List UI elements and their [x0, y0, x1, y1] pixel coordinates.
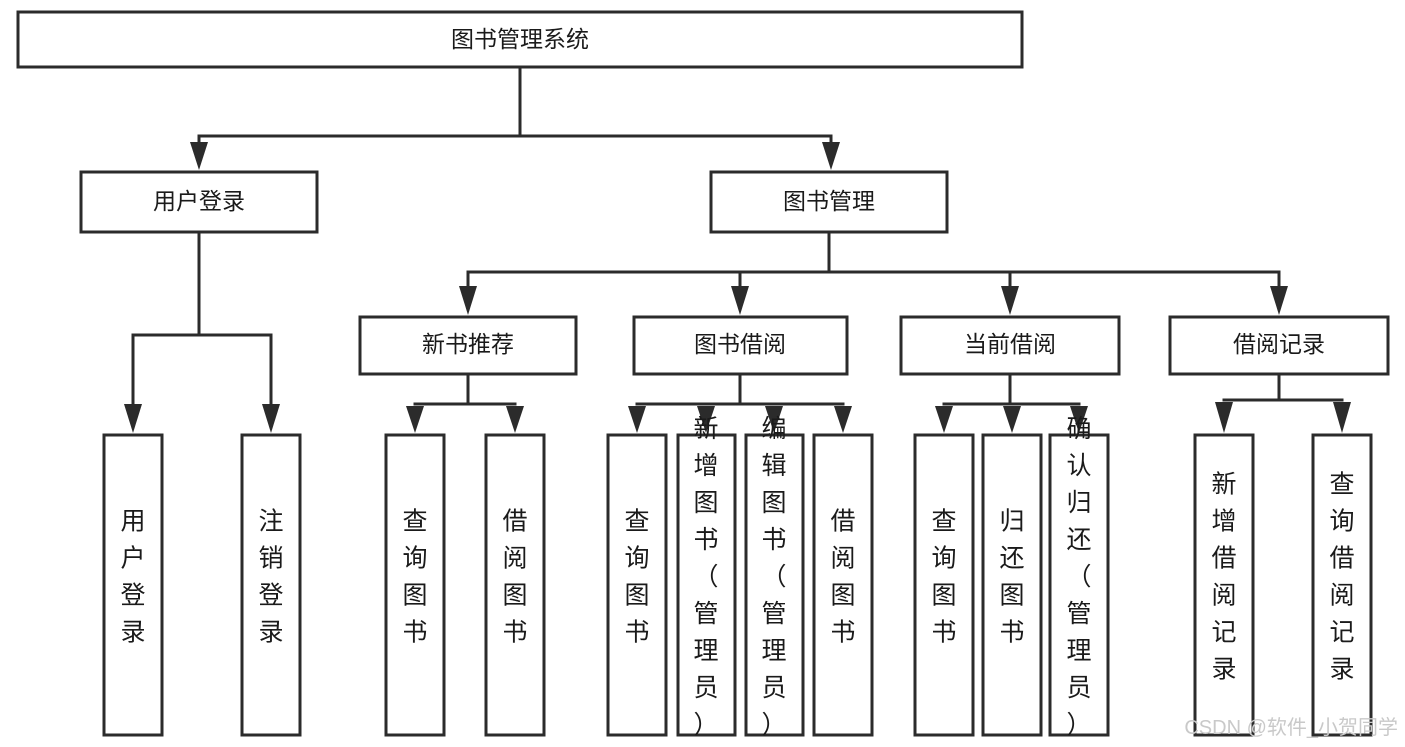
- arrow-to-book-manage: [822, 142, 840, 170]
- arrow-to-leaf-borrow-book-1: [506, 406, 524, 433]
- node-book-manage[interactable]: 图书管理: [709, 170, 949, 234]
- node-leaf-borrow-book-2-box[interactable]: [812, 433, 874, 737]
- node-leaf-borrow-book-2-label: 借阅图书: [830, 508, 855, 647]
- node-leaf-logout-box[interactable]: [240, 433, 302, 737]
- arrow-to-leaf-borrow-book-2: [834, 406, 852, 433]
- arrow-to-leaf-query-book-2: [628, 406, 646, 433]
- node-leaf-logout[interactable]: 注销登录: [240, 433, 302, 737]
- node-leaf-query-book-2[interactable]: 查询图书: [606, 433, 668, 737]
- node-leaf-add-record[interactable]: 新增借阅记录: [1193, 433, 1255, 737]
- node-book-borrow-box[interactable]: [632, 315, 849, 376]
- node-leaf-query-book-1-label: 查询图书: [402, 508, 427, 647]
- arrow-to-leaf-user-login: [124, 404, 142, 433]
- node-leaf-add-record-box[interactable]: [1193, 433, 1255, 737]
- edge-layer: [124, 65, 1351, 433]
- node-leaf-logout-label: 注销登录: [258, 508, 283, 647]
- node-book-manage-box[interactable]: [709, 170, 949, 234]
- node-leaf-borrow-book-1-label: 借阅图书: [502, 508, 527, 647]
- node-leaf-query-book-3-label: 查询图书: [931, 508, 956, 647]
- node-leaf-query-book-1[interactable]: 查询图书: [384, 433, 446, 737]
- node-leaf-confirm-return-label: 确认归还（管理员）: [1066, 415, 1091, 739]
- arrow-to-current-borrow: [1001, 286, 1019, 315]
- node-borrow-record-label: 借阅记录: [1233, 331, 1325, 357]
- node-leaf-query-book-1-box[interactable]: [384, 433, 446, 737]
- arrow-to-book-borrow: [731, 286, 749, 315]
- arrow-to-leaf-confirm-return: [1070, 406, 1088, 433]
- node-root-label: 图书管理系统: [451, 26, 589, 52]
- node-current-borrow[interactable]: 当前借阅: [899, 315, 1121, 376]
- arrow-to-leaf-logout: [262, 404, 280, 433]
- node-leaf-add-book[interactable]: 新增图书（管理员）: [676, 415, 737, 739]
- node-user-login-label: 用户登录: [153, 188, 245, 214]
- arrow-to-leaf-query-book-1: [406, 406, 424, 433]
- arrow-to-leaf-add-record: [1215, 402, 1233, 433]
- node-leaf-query-book-2-label: 查询图书: [624, 508, 649, 647]
- node-new-book-rec[interactable]: 新书推荐: [358, 315, 578, 376]
- node-book-borrow-label: 图书借阅: [694, 331, 786, 357]
- node-borrow-record[interactable]: 借阅记录: [1168, 315, 1390, 376]
- arrow-to-leaf-query-book-3: [935, 406, 953, 433]
- node-borrow-record-box[interactable]: [1168, 315, 1390, 376]
- node-leaf-borrow-book-1-box[interactable]: [484, 433, 546, 737]
- node-root-box[interactable]: [16, 10, 1024, 69]
- node-new-book-rec-box[interactable]: [358, 315, 578, 376]
- arrow-to-leaf-return-book: [1003, 406, 1021, 433]
- arrow-to-new-book-rec: [459, 286, 477, 315]
- node-leaf-edit-book[interactable]: 编辑图书（管理员）: [744, 415, 805, 739]
- node-book-manage-label: 图书管理: [783, 188, 875, 214]
- node-leaf-borrow-book-2[interactable]: 借阅图书: [812, 433, 874, 737]
- node-leaf-user-login-box[interactable]: [102, 433, 164, 737]
- node-leaf-confirm-return[interactable]: 确认归还（管理员）: [1048, 415, 1110, 739]
- arrow-to-user-login: [190, 142, 208, 170]
- node-leaf-user-login-label: 用户登录: [120, 508, 145, 647]
- node-leaf-query-book-3-box[interactable]: [913, 433, 975, 737]
- node-leaf-add-book-label: 新增图书（管理员）: [693, 415, 718, 739]
- node-leaf-edit-book-box[interactable]: [744, 433, 805, 737]
- node-leaf-return-book[interactable]: 归还图书: [981, 433, 1043, 737]
- node-leaf-confirm-return-box[interactable]: [1048, 433, 1110, 737]
- arrow-to-borrow-record: [1270, 286, 1288, 315]
- node-leaf-add-book-box[interactable]: [676, 433, 737, 737]
- node-leaf-query-book-3[interactable]: 查询图书: [913, 433, 975, 737]
- node-leaf-add-record-label: 新增借阅记录: [1211, 471, 1236, 684]
- arrow-to-leaf-edit-book: [765, 406, 783, 433]
- node-root[interactable]: 图书管理系统: [16, 10, 1024, 69]
- node-leaf-query-record-box[interactable]: [1311, 433, 1373, 737]
- arrow-to-leaf-query-record: [1333, 402, 1351, 433]
- node-leaf-return-book-label: 归还图书: [999, 508, 1024, 647]
- node-leaf-query-record-label: 查询借阅记录: [1329, 471, 1354, 684]
- node-new-book-rec-label: 新书推荐: [422, 331, 514, 357]
- node-current-borrow-label: 当前借阅: [964, 331, 1056, 357]
- node-leaf-query-book-2-box[interactable]: [606, 433, 668, 737]
- watermark-text: CSDN @软件_小贺同学: [1184, 716, 1398, 739]
- node-leaf-query-record[interactable]: 查询借阅记录: [1311, 433, 1373, 737]
- arrow-to-leaf-add-book: [697, 406, 715, 433]
- node-user-login[interactable]: 用户登录: [79, 170, 319, 234]
- node-current-borrow-box[interactable]: [899, 315, 1121, 376]
- node-leaf-borrow-book-1[interactable]: 借阅图书: [484, 433, 546, 737]
- node-leaf-return-book-box[interactable]: [981, 433, 1043, 737]
- node-book-borrow[interactable]: 图书借阅: [632, 315, 849, 376]
- node-leaf-user-login[interactable]: 用户登录: [102, 433, 164, 737]
- node-leaf-edit-book-label: 编辑图书（管理员）: [761, 415, 786, 739]
- node-user-login-box[interactable]: [79, 170, 319, 234]
